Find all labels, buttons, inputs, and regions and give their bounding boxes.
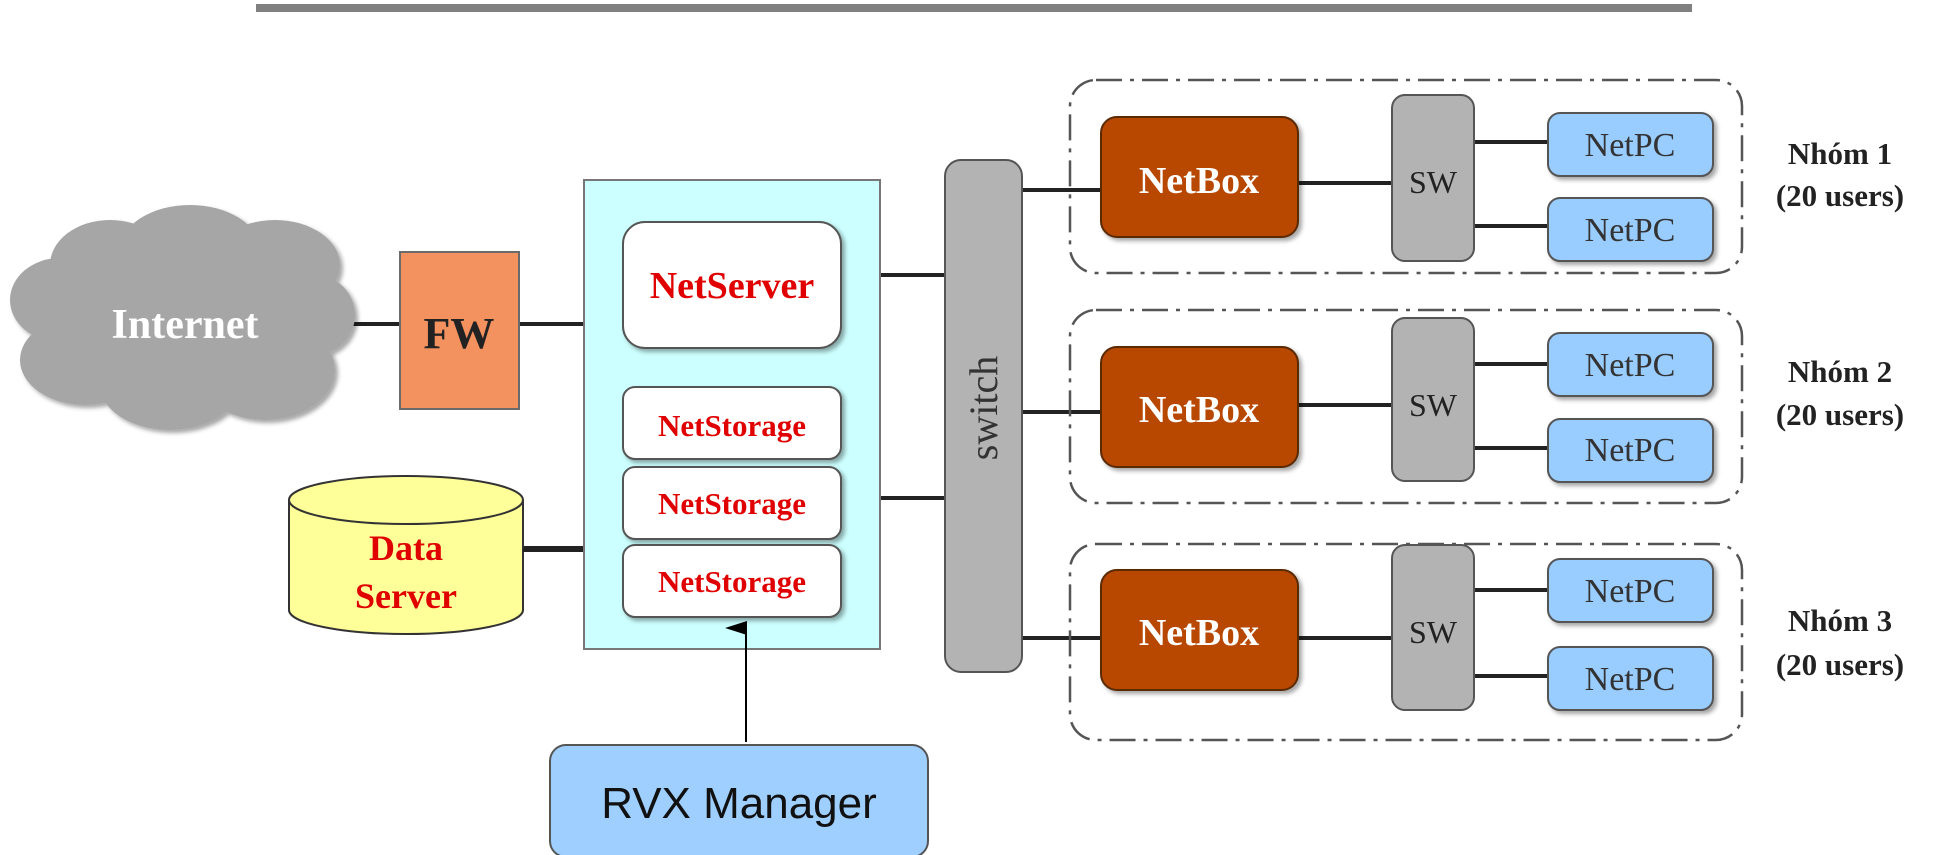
- internet-label: Internet: [112, 302, 259, 348]
- group-2-sw: [1391, 317, 1475, 482]
- group-1-boundary: [1068, 78, 1744, 275]
- netstorage-box-2: [622, 466, 842, 540]
- group-1-netpc-2-label: NetPC: [1585, 212, 1676, 249]
- group-3-name: Nhóm 3: [1788, 603, 1892, 638]
- group-2-netbox-label: NetBox: [1139, 389, 1259, 431]
- group-2-users: (20 users): [1776, 397, 1904, 432]
- netserver-box: [622, 221, 842, 349]
- netstorage-label-3: NetStorage: [658, 564, 806, 599]
- group-2-netbox: [1100, 346, 1299, 468]
- group-1-sw-label: SW: [1409, 164, 1458, 200]
- group-1-netbox: [1100, 116, 1299, 238]
- group-1-netpc-2: [1547, 197, 1714, 262]
- rvx-manager-box[interactable]: [549, 744, 929, 855]
- internet-cloud: [10, 205, 355, 430]
- group-3-sw-label: SW: [1409, 614, 1458, 650]
- group-1: NetBox SW NetPC NetPC Nhóm 1 (20 users): [1068, 78, 1904, 275]
- netstorage-box-3: [622, 544, 842, 618]
- firewall-label: FW: [424, 309, 495, 358]
- group-1-netpc-1-label: NetPC: [1585, 127, 1676, 164]
- netstorage-label-1: NetStorage: [658, 408, 806, 443]
- group-3-netpc-2-label: NetPC: [1585, 661, 1676, 698]
- group-2-netpc-2: [1547, 418, 1714, 483]
- group-2: NetBox SW NetPC NetPC Nhóm 2 (20 users): [1068, 308, 1904, 505]
- group-3-users: (20 users): [1776, 647, 1904, 682]
- group-3-netpc-1: [1547, 558, 1714, 623]
- group-3-netpc-1-label: NetPC: [1585, 573, 1676, 610]
- netstorage-label-2: NetStorage: [658, 486, 806, 521]
- rvx-manager-label: RVX Manager: [601, 779, 877, 828]
- data-server-label-line1: Data: [369, 528, 443, 568]
- data-server-label-line2: Server: [355, 576, 457, 616]
- group-1-netpc-1: [1547, 112, 1714, 177]
- data-server-cylinder: [288, 475, 584, 635]
- group-2-netpc-1: [1547, 332, 1714, 397]
- firewall-box: [399, 251, 520, 410]
- netserver-label: NetServer: [650, 265, 815, 307]
- group-3-netbox-label: NetBox: [1139, 612, 1259, 654]
- group-3: NetBox SW NetPC NetPC Nhóm 3 (20 users): [1068, 542, 1904, 742]
- switch-label: switch: [961, 356, 1006, 460]
- group-2-netpc-1-label: NetPC: [1585, 347, 1676, 384]
- group-1-name: Nhóm 1: [1788, 136, 1892, 171]
- group-3-sw: [1391, 544, 1475, 711]
- group-1-users: (20 users): [1776, 178, 1904, 213]
- group-2-sw-label: SW: [1409, 387, 1458, 423]
- group-1-netbox-label: NetBox: [1139, 160, 1259, 202]
- group-3-netpc-2: [1547, 646, 1714, 711]
- connections: [350, 140, 1548, 678]
- group-2-name: Nhóm 2: [1788, 354, 1892, 389]
- top-divider: [256, 4, 1692, 12]
- netstorage-box-1: [622, 386, 842, 460]
- group-2-boundary: [1068, 308, 1744, 505]
- group-2-netpc-2-label: NetPC: [1585, 432, 1676, 469]
- group-1-sw: [1391, 94, 1475, 262]
- main-switch: [944, 159, 1023, 673]
- group-3-netbox: [1100, 569, 1299, 691]
